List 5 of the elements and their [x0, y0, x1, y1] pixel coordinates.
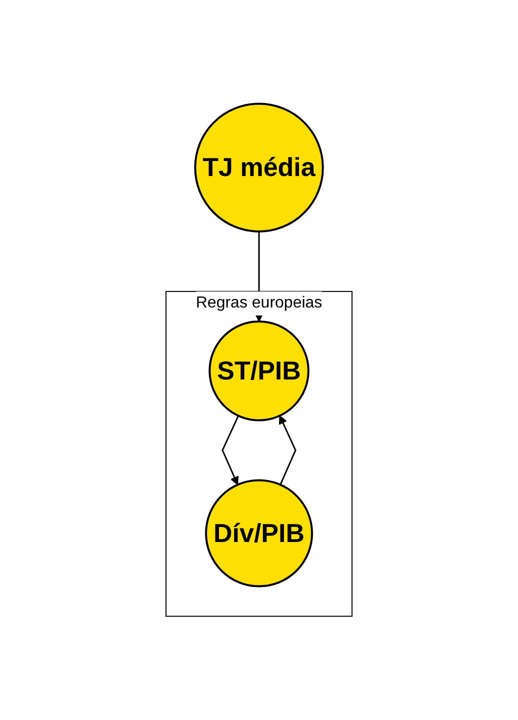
arrow	[278, 415, 296, 486]
arrow	[222, 415, 240, 486]
node-circle: Dív/PIB	[204, 479, 314, 588]
node-circle: ST/PIB	[208, 320, 310, 422]
node-circle: TJ média	[194, 102, 324, 232]
